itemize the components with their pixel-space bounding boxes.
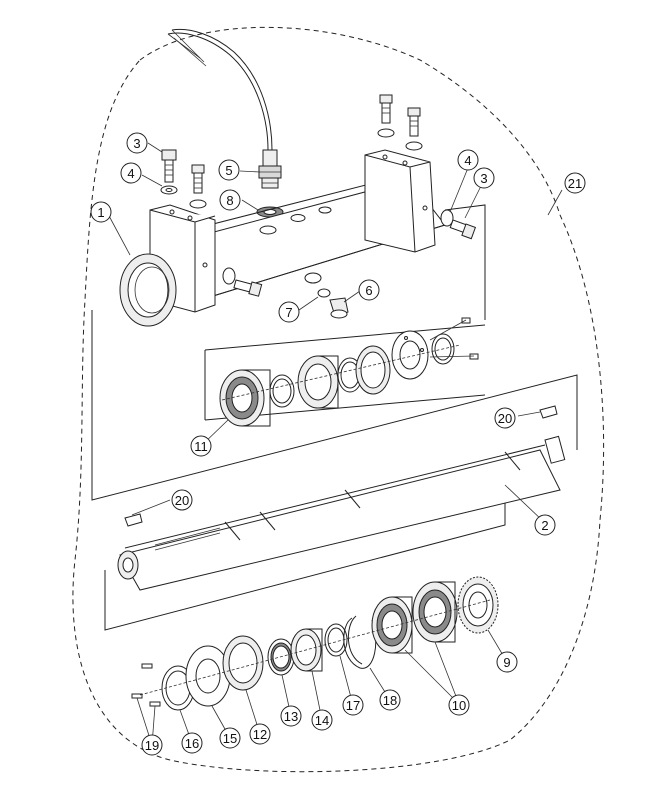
bolts-right-mount (377, 94, 423, 151)
sensor-cable (167, 28, 273, 151)
callout-3-left: 3 (126, 132, 148, 154)
callout-16: 16 (181, 732, 203, 754)
gear-part-9 (457, 576, 499, 634)
side-bolt-left (222, 267, 263, 297)
callout-9: 9 (496, 651, 518, 673)
snap-ring-part-18 (343, 615, 377, 669)
callout-11: 11 (190, 435, 212, 457)
assembly-boundary-outline (72, 26, 605, 773)
callout-19: 19 (141, 734, 163, 756)
svg-text:10: 10 (452, 698, 466, 713)
svg-text:21: 21 (568, 176, 582, 191)
callout-12: 12 (249, 723, 271, 745)
key-part-20-right (539, 405, 558, 419)
shaft-part-2 (117, 435, 566, 591)
axis-line-lower (139, 599, 491, 696)
svg-text:20: 20 (175, 493, 189, 508)
plug-part-6 (329, 297, 349, 319)
side-bolt-right (440, 209, 477, 240)
callout-13: 13 (280, 705, 302, 727)
washer-part-4-left (160, 185, 178, 195)
sensor-part-5 (258, 149, 282, 189)
callout-18: 18 (379, 689, 401, 711)
svg-text:17: 17 (346, 698, 360, 713)
callout-3-right: 3 (473, 167, 495, 189)
retainer-upper (429, 317, 479, 365)
seal-ring-upper-1 (269, 374, 295, 408)
svg-text:3: 3 (480, 171, 487, 186)
svg-text:1: 1 (97, 205, 104, 220)
svg-text:4: 4 (127, 166, 134, 181)
callout-6: 6 (358, 279, 380, 301)
pins-part-19 (131, 663, 161, 707)
bolt-left-mount-2 (189, 164, 207, 209)
callout-7: 7 (278, 301, 300, 323)
callout-8: 8 (219, 189, 241, 211)
callout-21: 21 (564, 172, 586, 194)
svg-text:9: 9 (503, 655, 510, 670)
axis-line-upper (221, 344, 461, 401)
callout-17: 17 (342, 694, 364, 716)
callout-10: 10 (448, 694, 470, 716)
callout-15: 15 (219, 727, 241, 749)
cover-plate-upper (391, 330, 429, 380)
svg-text:18: 18 (383, 693, 397, 708)
svg-text:16: 16 (185, 736, 199, 751)
bolt-part-3-left (161, 149, 177, 183)
callout-4-right: 4 (457, 149, 479, 171)
callout-5: 5 (218, 159, 240, 181)
bearings-part-10 (371, 581, 458, 654)
bearing-part-11 (219, 369, 271, 427)
callout-20-left: 20 (171, 489, 193, 511)
svg-text:7: 7 (285, 305, 292, 320)
callout-14: 14 (311, 709, 333, 731)
svg-text:19: 19 (145, 738, 159, 753)
callout-20-right: 20 (494, 407, 516, 429)
washer-part-7 (304, 272, 331, 298)
ring-part-12 (222, 635, 264, 691)
svg-text:5: 5 (225, 163, 232, 178)
svg-text:4: 4 (464, 153, 471, 168)
ring-upper-3 (355, 345, 391, 395)
svg-text:13: 13 (284, 709, 298, 724)
callout-4-left: 4 (120, 162, 142, 184)
svg-text:20: 20 (498, 411, 512, 426)
svg-text:12: 12 (253, 727, 267, 742)
svg-text:3: 3 (133, 136, 140, 151)
svg-text:11: 11 (194, 439, 208, 454)
bearing-upper-2 (297, 355, 339, 409)
svg-text:14: 14 (315, 713, 329, 728)
callout-2: 2 (534, 514, 556, 536)
cover-part-15 (185, 645, 231, 707)
key-part-20-left (124, 513, 143, 527)
svg-text:8: 8 (226, 193, 233, 208)
svg-text:6: 6 (365, 283, 372, 298)
svg-text:15: 15 (223, 731, 237, 746)
callout-1: 1 (90, 201, 112, 223)
snap-ring-part-17 (324, 623, 348, 657)
svg-text:2: 2 (541, 518, 548, 533)
housing-part-1 (119, 149, 446, 327)
